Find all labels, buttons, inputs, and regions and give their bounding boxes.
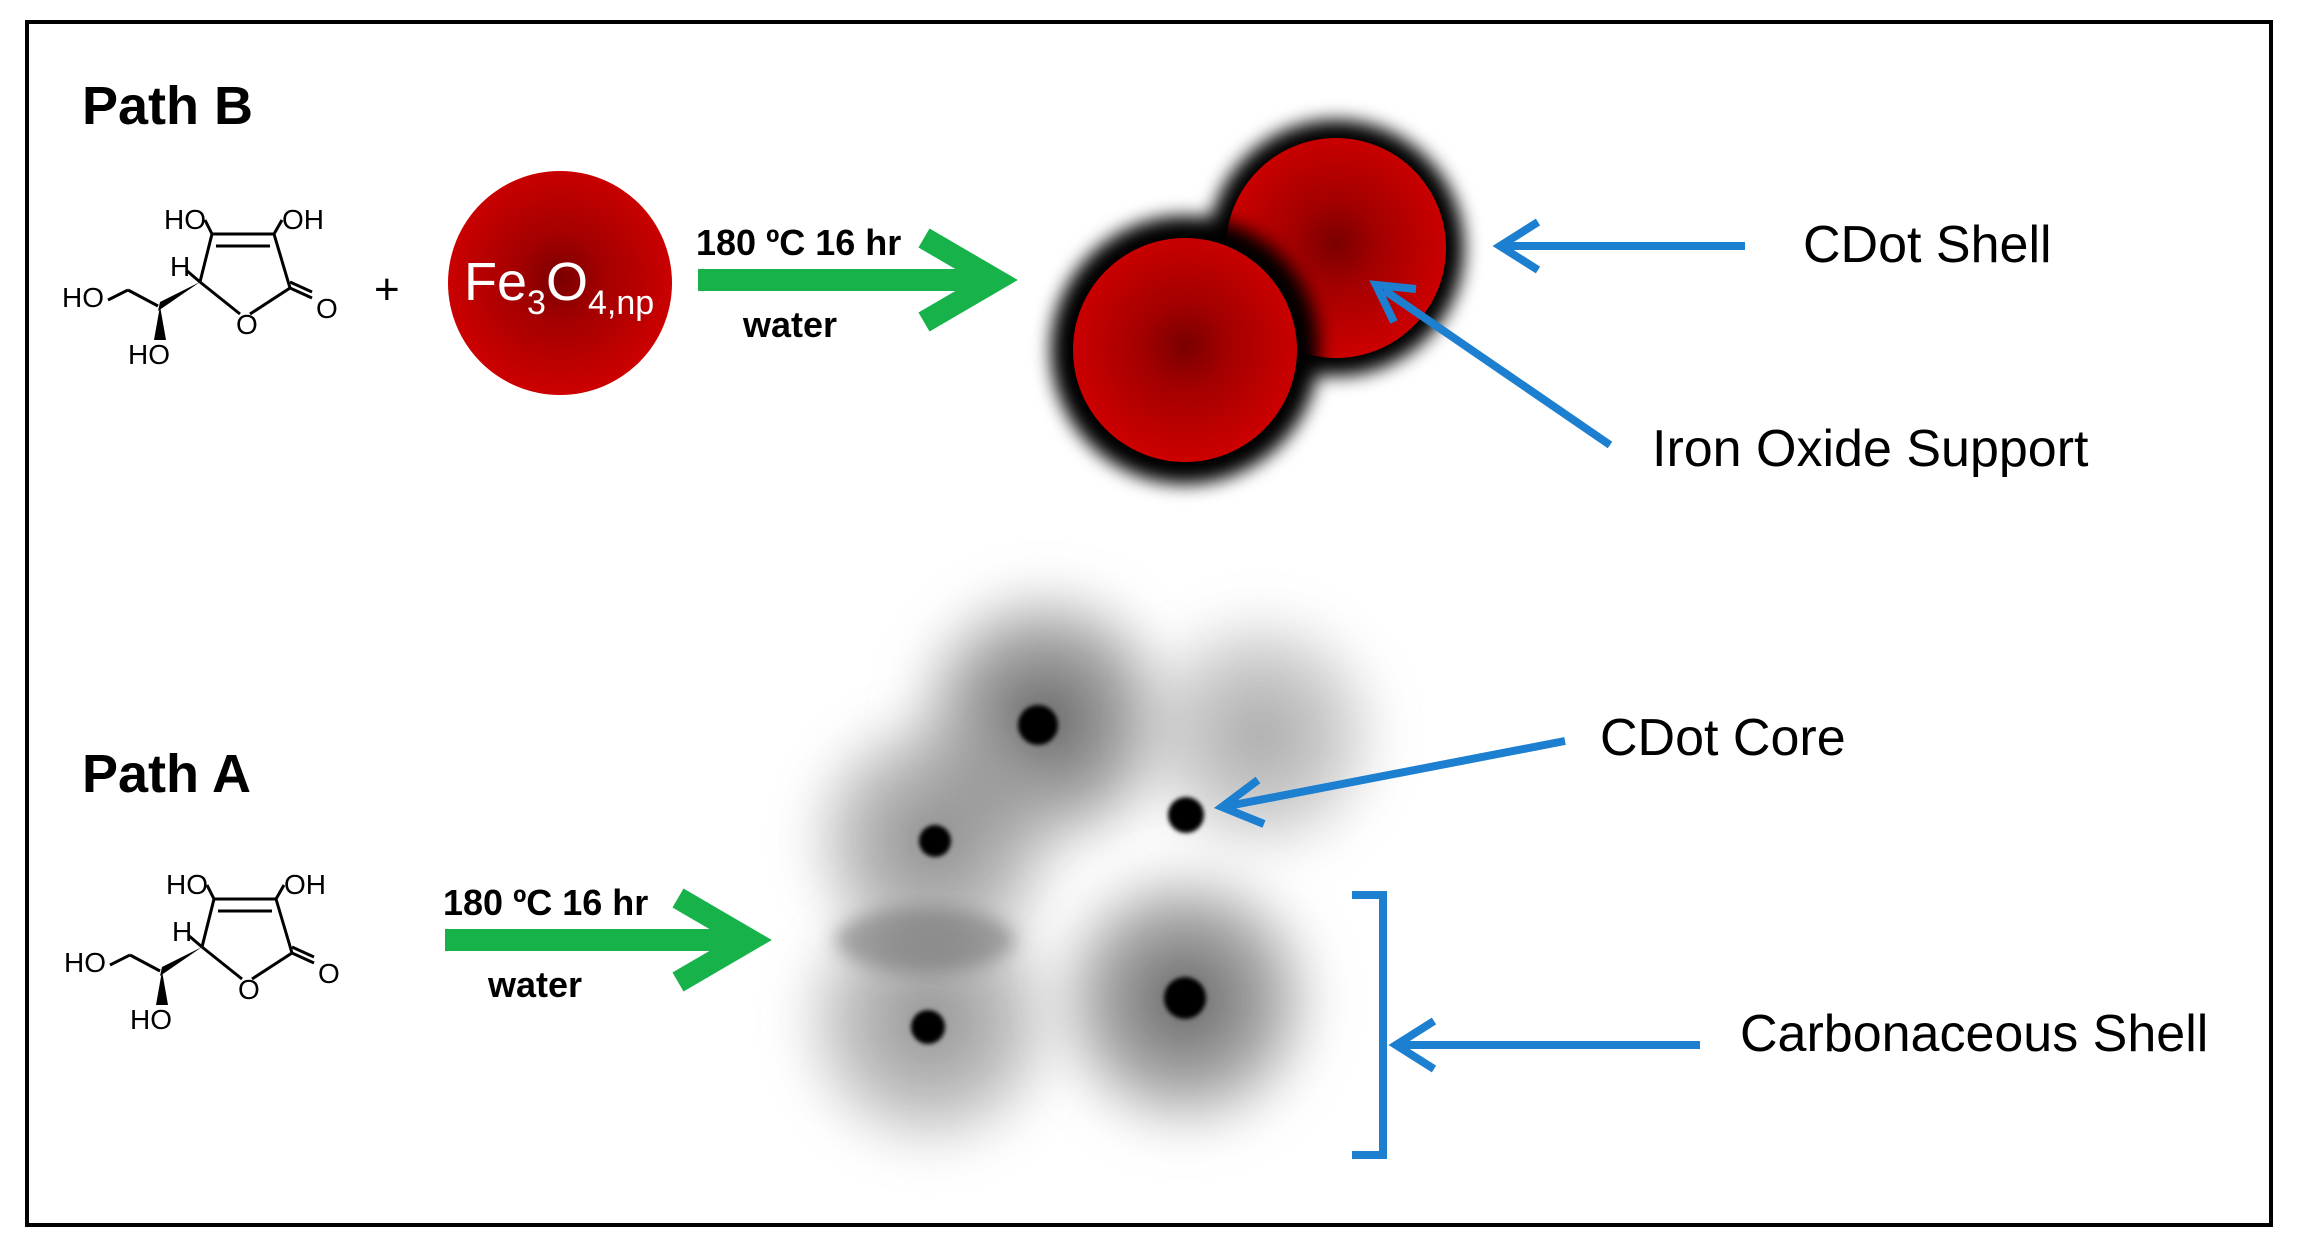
mol-a-o-carbonyl: O xyxy=(318,958,340,989)
mol-a-h: H xyxy=(172,916,192,947)
mol-a-oh-right: OH xyxy=(284,869,326,900)
carbon-shell-2 xyxy=(1120,595,1400,875)
mol-a-ho-bottom: HO xyxy=(130,1004,172,1035)
path-a-title: Path A xyxy=(82,744,251,804)
label-carbonaceous-shell: Carbonaceous Shell xyxy=(1740,1005,2208,1063)
cdot-core-3 xyxy=(1168,797,1204,833)
label-iron-oxide-support: Iron Oxide Support xyxy=(1652,420,2089,478)
plus-sign: + xyxy=(374,265,400,314)
ascorbic-acid-structure-a: HO OH H HO HO O O xyxy=(64,869,340,1035)
callout-arrow-cdot-shell xyxy=(1492,218,1745,274)
mol-a-ho-side: HO xyxy=(64,947,106,978)
carbon-dots-cluster xyxy=(780,570,1400,1170)
mol-b-oh-right: OH xyxy=(282,204,324,235)
path-b-solvent: water xyxy=(742,304,837,345)
cdot-core-5 xyxy=(1164,977,1206,1019)
mol-b-ho-bottom: HO xyxy=(128,339,170,370)
iron-oxide-core-2 xyxy=(1073,238,1297,462)
cdot-core-1 xyxy=(1018,705,1058,745)
label-cdot-core: CDot Core xyxy=(1600,709,1846,767)
bracket-carbonaceous-shell xyxy=(1352,891,1387,1159)
core-shell-particles xyxy=(1051,120,1464,484)
carbon-shell-overlap xyxy=(835,908,1015,972)
path-b-title: Path B xyxy=(82,76,253,136)
callout-arrow-carbonaceous-shell xyxy=(1388,1017,1700,1073)
mol-b-o-carbonyl: O xyxy=(316,293,338,324)
callout-arrow-cdot-core xyxy=(1213,737,1566,828)
cdot-core-2 xyxy=(919,825,951,857)
green-arrow-b xyxy=(698,228,1018,332)
green-arrow-a xyxy=(445,888,772,992)
mol-b-ho-left: HO xyxy=(164,204,206,235)
mol-a-ho-left: HO xyxy=(166,869,208,900)
cdot-core-4 xyxy=(911,1010,945,1044)
mol-b-ho-side: HO xyxy=(62,282,104,313)
figure-frame xyxy=(25,20,2273,1227)
path-a-solvent: water xyxy=(487,964,582,1005)
label-cdot-shell: CDot Shell xyxy=(1803,216,2052,274)
mol-b-o-ring: O xyxy=(236,309,258,340)
callout-arrow-iron-oxide xyxy=(1369,280,1613,449)
fe3o4-label: Fe3O4,np xyxy=(464,252,654,322)
fe3o4-nanoparticle xyxy=(448,171,672,395)
mol-a-o-ring: O xyxy=(238,974,260,1005)
mol-b-h: H xyxy=(170,251,190,282)
ascorbic-acid-structure-b: HO OH H HO HO O O xyxy=(62,204,338,370)
path-b-conditions: 180 ºC 16 hr xyxy=(696,222,901,263)
path-a-conditions: 180 ºC 16 hr xyxy=(443,882,648,923)
